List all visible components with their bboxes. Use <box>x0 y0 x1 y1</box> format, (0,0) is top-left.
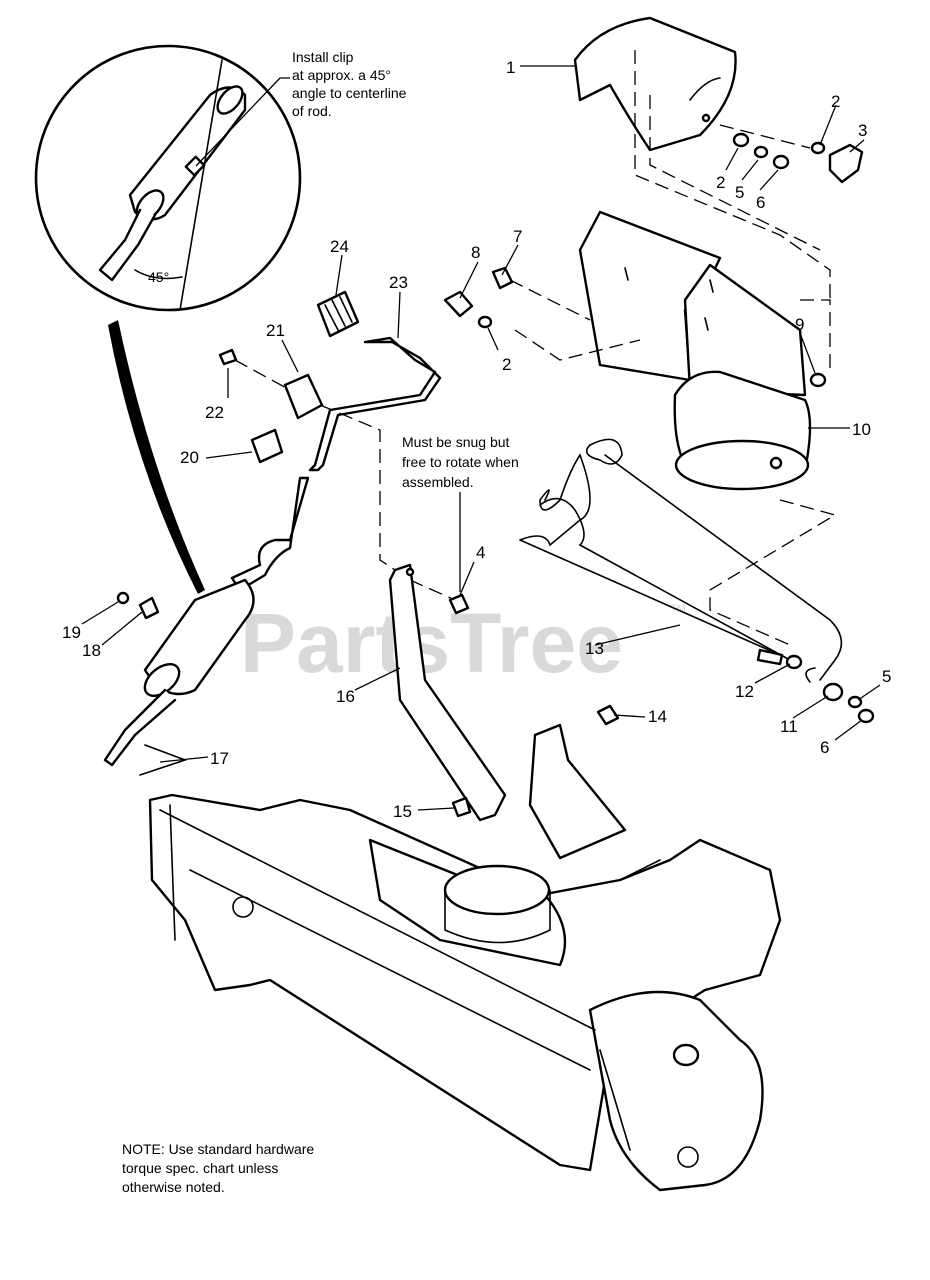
part-17-handle <box>103 578 255 776</box>
callout-9: 9 <box>795 315 804 334</box>
callout-8: 8 <box>471 243 480 262</box>
callout-1: 1 <box>506 58 515 77</box>
callout-6-low: 6 <box>820 738 829 757</box>
callout-13: 13 <box>585 639 604 658</box>
callout-12: 12 <box>735 682 754 701</box>
hardware-handle <box>116 348 324 620</box>
clip-note-line-1: Install clip <box>292 49 354 65</box>
part-13-cable <box>519 438 843 683</box>
clip-note-line-4: of rod. <box>292 103 332 119</box>
part-4-nut <box>448 593 470 615</box>
callout-23: 23 <box>389 273 408 292</box>
callout-10: 10 <box>852 420 871 439</box>
callout-7: 7 <box>513 227 522 246</box>
snug-note-line-2: free to rotate when <box>402 454 519 470</box>
callout-5-top: 5 <box>735 183 744 202</box>
callout-6-top: 6 <box>756 193 765 212</box>
torque-note-line-3: otherwise noted. <box>122 1179 225 1195</box>
callout-3: 3 <box>858 121 867 140</box>
part-16-bracket <box>388 563 507 822</box>
snug-note-line-3: assembled. <box>402 474 474 490</box>
callout-20: 20 <box>180 448 199 467</box>
callout-15: 15 <box>393 802 412 821</box>
callout-5-low: 5 <box>882 667 891 686</box>
callout-leaders <box>81 65 881 811</box>
part-24-grip <box>316 290 360 338</box>
callout-2-top: 2 <box>831 92 840 111</box>
clip-note-line-3: angle to centerline <box>292 85 407 101</box>
callout-17: 17 <box>210 749 229 768</box>
torque-note-line-2: torque spec. chart unless <box>122 1160 278 1176</box>
callout-14: 14 <box>648 707 667 726</box>
mount-bracket <box>528 723 627 860</box>
hardware-deflector <box>732 132 864 184</box>
part-10-chute <box>578 210 812 491</box>
callout-24: 24 <box>330 237 349 256</box>
part-15-nut <box>451 796 472 818</box>
clip-detail-inset <box>34 44 302 594</box>
callout-11: 11 <box>780 717 798 736</box>
snug-note-line-1: Must be snug but <box>402 434 510 450</box>
callout-21: 21 <box>266 321 285 340</box>
part-23-crank-rod <box>230 336 442 592</box>
angle-label: 45° <box>148 269 169 285</box>
callout-18: 18 <box>82 641 101 660</box>
callout-22: 22 <box>205 403 224 422</box>
auger-housing <box>148 793 782 1192</box>
callout-2-mid: 2 <box>716 173 725 192</box>
torque-note-line-1: NOTE: Use standard hardware <box>122 1141 314 1157</box>
part-1-deflector <box>573 16 737 152</box>
callout-19: 19 <box>62 623 81 642</box>
hardware-chute <box>443 266 827 388</box>
part-14-bolt <box>596 704 620 726</box>
callout-2-low: 2 <box>502 355 511 374</box>
clip-note-line-2: at approx. a 45° <box>292 67 391 83</box>
watermark: PartsTree <box>240 596 623 690</box>
callout-4: 4 <box>476 543 485 562</box>
callout-16: 16 <box>336 687 355 706</box>
